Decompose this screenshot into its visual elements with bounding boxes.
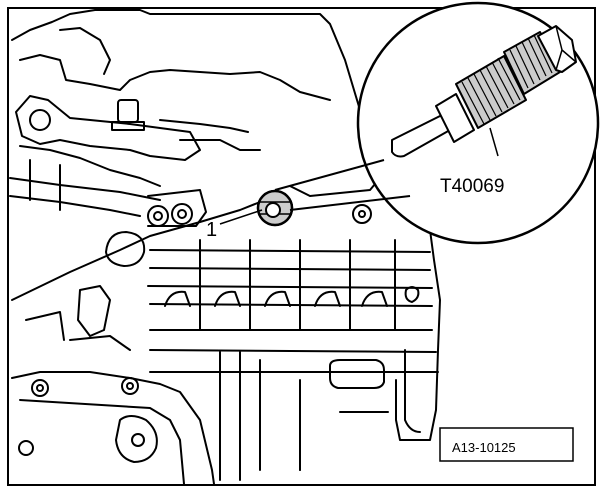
tool-label: T40069: [440, 176, 504, 197]
callout-1-label: 1: [206, 219, 217, 241]
engine-block: [9, 9, 441, 485]
figure-id-box: [439, 427, 574, 462]
figure-border: [7, 7, 596, 486]
item-1-leader-line: [219, 209, 263, 225]
tool-in-hole: [256, 189, 294, 227]
tool-leader-line: [489, 127, 499, 157]
t40069-tool-drawing: [391, 25, 577, 158]
figure-id-label: A13-10125: [452, 440, 516, 455]
